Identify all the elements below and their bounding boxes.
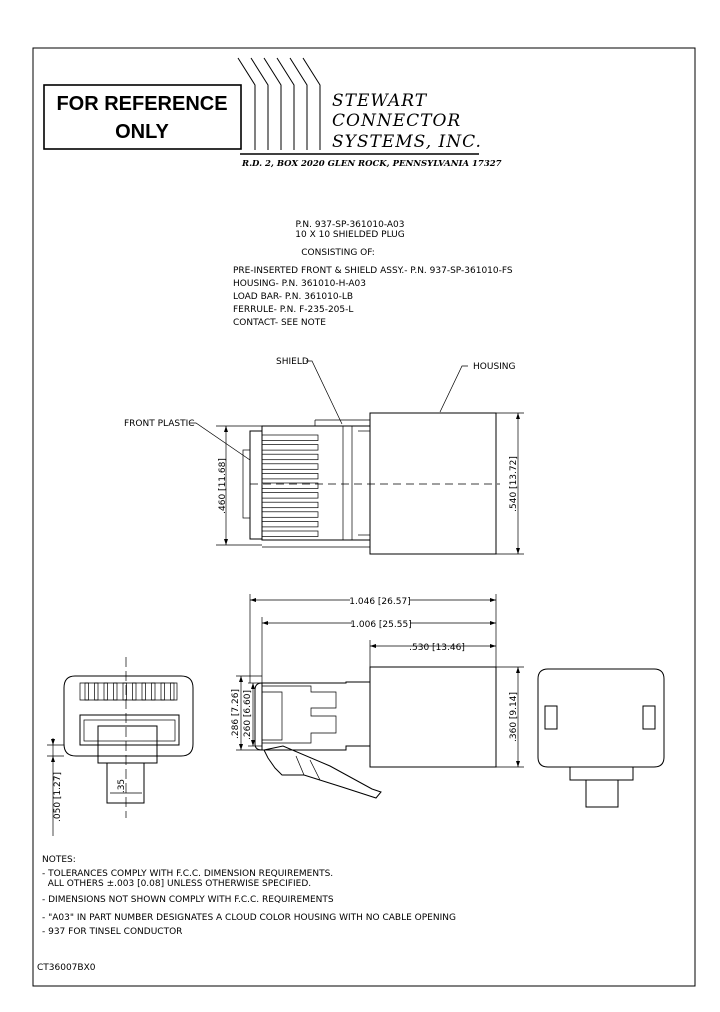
company-line-1: STEWART — [332, 91, 428, 111]
dim-1046: 1.046 [26.57] — [249, 593, 497, 683]
part-line-5: CONTACT- SEE NOTE — [233, 318, 326, 328]
contact-groove — [261, 444, 319, 451]
dim-460-label: .460 [11.68] — [218, 458, 228, 514]
contact-pin — [84, 682, 89, 701]
contact-pin — [103, 682, 108, 701]
note-1b: ALL OTHERS ±.003 [0.08] UNLESS OTHERWISE… — [42, 879, 311, 889]
drawing-number: CT36007BX0 — [37, 963, 96, 973]
company-address: R.D. 2, BOX 2020 GLEN ROCK, PENNSYLVANIA… — [241, 159, 502, 169]
dim-260-label: .260 [6.60] — [243, 690, 253, 740]
contact-pin — [94, 682, 99, 701]
dim-1006: 1.006 [25.55] — [261, 616, 496, 683]
notes-block: NOTES: - TOLERANCES COMPLY WITH F.C.C. D… — [42, 855, 456, 937]
note-3: - "A03" IN PART NUMBER DESIGNATES A CLOU… — [42, 913, 456, 923]
contact-pin — [151, 682, 156, 701]
stamp-line-2: ONLY — [115, 121, 169, 143]
notes-title: NOTES: — [42, 855, 76, 865]
front-plastic-callout: FRONT PLASTIC — [124, 419, 195, 429]
dim-540-label: .540 [13.72] — [509, 456, 519, 512]
part-line-3: LOAD BAR- P.N. 361010-LB — [233, 292, 353, 302]
dim-530: .530 [13.46] — [369, 640, 496, 667]
contact-pin — [132, 682, 137, 701]
dim-360: .360 [9.14] — [496, 666, 524, 768]
contact-grooves — [261, 434, 319, 537]
dim-050-label: .050 [1.27] — [53, 772, 63, 822]
part-description: 10 X 10 SHIELDED PLUG — [295, 230, 404, 240]
rear-view — [537, 668, 665, 808]
sheet-border — [32, 47, 696, 987]
contact-pin — [113, 682, 118, 701]
dim-small-label: .35 — [117, 779, 127, 793]
contact-groove — [261, 482, 319, 489]
consisting-label: CONSISTING OF: — [301, 248, 375, 258]
front-view — [63, 657, 194, 818]
dim-460: .460 [11.68] — [216, 425, 262, 546]
company-line-2: CONNECTOR — [332, 111, 461, 131]
part-number: P.N. 937-SP-361010-A03 — [296, 220, 405, 230]
dim-530-label: .530 [13.46] — [409, 643, 465, 653]
contact-groove — [261, 501, 319, 509]
contact-groove — [261, 453, 319, 461]
contact-pin — [170, 682, 175, 701]
company-logo — [237, 57, 479, 155]
dim-050: .050 [1.27] — [47, 738, 64, 836]
contact-pin — [160, 682, 165, 701]
top-view: SHIELD HOUSING FRONT PLASTIC — [124, 357, 516, 555]
note-4: - 937 FOR TINSEL CONDUCTOR — [42, 927, 182, 937]
reference-stamp: FOR REFERENCE ONLY — [43, 84, 242, 150]
contact-pin — [122, 682, 127, 701]
dim-286-label: .286 [7.26] — [231, 689, 241, 739]
part-line-1: PRE-INSERTED FRONT & SHIELD ASSY.- P.N. … — [233, 266, 513, 276]
side-view — [254, 666, 497, 799]
note-2: - DIMENSIONS NOT SHOWN COMPLY WITH F.C.C… — [42, 895, 334, 905]
contact-groove — [261, 492, 319, 499]
dim-1046-label: 1.046 [26.57] — [349, 597, 410, 607]
contact-groove — [261, 511, 319, 518]
front-view-contacts — [84, 682, 175, 701]
dim-540: .540 [13.72] — [496, 412, 524, 555]
contact-pin — [141, 682, 146, 701]
contact-groove — [261, 434, 319, 441]
part-line-4: FERRULE- P.N. F-235-205-L — [233, 305, 353, 315]
dim-360-label: .360 [9.14] — [509, 692, 519, 742]
dim-1006-label: 1.006 [25.55] — [350, 620, 411, 630]
dim-286: .286 [7.26] — [231, 675, 262, 751]
stamp-line-1: FOR REFERENCE — [56, 93, 227, 115]
shield-callout: SHIELD — [276, 357, 309, 367]
contact-groove — [261, 521, 319, 528]
dim-260: .260 [6.60] — [243, 682, 262, 747]
contact-groove — [261, 473, 319, 480]
company-line-3: SYSTEMS, INC. — [332, 132, 482, 152]
contact-groove — [261, 530, 319, 537]
part-line-2: HOUSING- P.N. 361010-H-A03 — [233, 279, 366, 289]
contact-groove — [261, 463, 319, 470]
housing-callout: HOUSING — [473, 362, 516, 372]
note-1: - TOLERANCES COMPLY WITH F.C.C. DIMENSIO… — [42, 869, 333, 879]
